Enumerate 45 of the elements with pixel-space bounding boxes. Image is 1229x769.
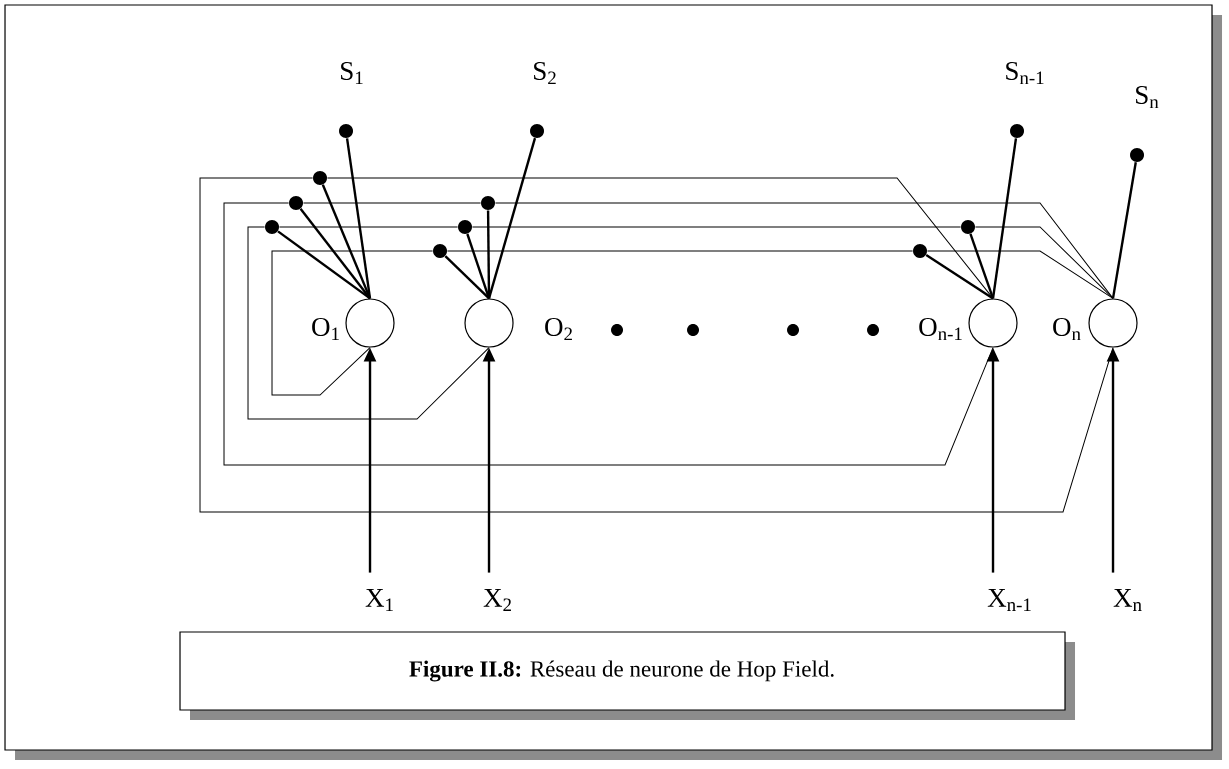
connection-line: [302, 202, 482, 204]
junction-dot: [458, 220, 472, 234]
connection-line: [1111, 162, 1137, 299]
connection-line: [223, 202, 994, 466]
connection-line: [299, 208, 371, 300]
connection-line: [466, 233, 491, 299]
connection-line: [271, 250, 434, 396]
connection-line: [926, 250, 1114, 299]
connection-line: [486, 210, 491, 299]
neuron-label: O$_{2}$: [545, 317, 572, 341]
connection-line: [321, 184, 372, 299]
junction-dot: [913, 244, 927, 258]
neuron-label: O$_{n}$: [1053, 317, 1081, 341]
connection-line: [278, 226, 459, 228]
connection-line: [494, 202, 1114, 299]
output-label: S$_{n}$: [1136, 85, 1159, 109]
connection-line: [487, 137, 537, 299]
junction-dot: [265, 220, 279, 234]
output-label: S$_{1}$: [341, 61, 363, 85]
junction-dot: [313, 171, 327, 185]
input-label: X$_{2}$: [483, 589, 511, 611]
junction-dot: [289, 196, 303, 210]
connection-line: [199, 177, 1114, 513]
connection-line: [446, 250, 914, 252]
caption-box: Figure II.8: Réseau de neurone de Hop Field.: [179, 631, 1075, 720]
connection-line: [326, 177, 994, 299]
connection-line: [345, 138, 372, 299]
output-label: S$_{n-1}$: [1006, 61, 1044, 85]
input-label: X$_{1}$: [365, 589, 393, 611]
junction-dot: [481, 196, 495, 210]
connection-line: [277, 230, 371, 300]
connection-line: [471, 226, 962, 228]
neuron-label: O$_{n-1}$: [919, 317, 962, 341]
output-label: S$_{2}$: [534, 61, 556, 85]
connection-line: [974, 226, 1114, 299]
junction-dot: [961, 220, 975, 234]
input-label: X$_{n-1}$: [987, 589, 1031, 611]
input-label: X$_{n}$: [1113, 589, 1142, 611]
connection-line: [969, 233, 995, 299]
connection-line: [925, 254, 994, 300]
connection-line: [247, 226, 490, 420]
junction-dot: [433, 244, 447, 258]
connection-line: [444, 255, 490, 300]
neuron-label: O$_{1}$: [312, 317, 339, 341]
connection-line: [991, 138, 1018, 299]
